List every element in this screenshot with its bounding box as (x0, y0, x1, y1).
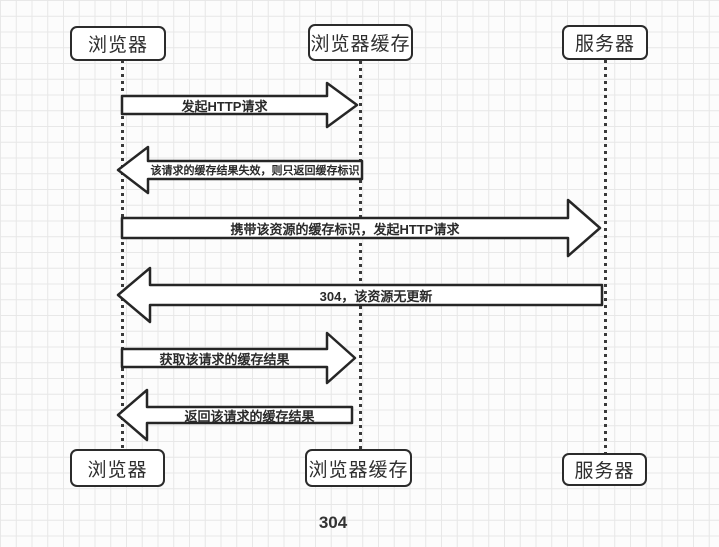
lifeline-server (604, 60, 607, 453)
right-arrow-shape (120, 198, 602, 258)
left-arrow-shape (116, 388, 354, 442)
message-label: 发起HTTP请求 (181, 98, 268, 114)
right-arrow-shape (120, 81, 359, 129)
left-arrow-shape (116, 145, 364, 195)
message-arrow-cache-invalid: 该请求的缓存结果失效，则只返回缓存标识 (114, 145, 366, 197)
message-arrow-http-request: 发起HTTP请求 (118, 80, 361, 130)
actor-browser-cache-top: 浏览器缓存 (308, 24, 413, 61)
diagram-caption: 304 (318, 513, 348, 532)
lifeline-browser (121, 60, 124, 450)
message-label: 返回该请求的缓存结果 (184, 408, 315, 424)
message-arrow-304-response: 304，该资源无更新 (114, 265, 606, 325)
actor-browser-bottom: 浏览器 (70, 449, 165, 487)
message-label: 获取该请求的缓存结果 (159, 351, 290, 367)
actor-server-bottom: 服务器 (562, 453, 647, 486)
lifeline-browser-cache (359, 61, 362, 449)
actor-browser-top: 浏览器 (70, 26, 166, 61)
right-arrow-shape (120, 331, 357, 385)
message-label: 304，该资源无更新 (319, 288, 433, 304)
left-arrow-shape (116, 266, 604, 324)
message-arrow-get-cached-result: 获取该请求的缓存结果 (118, 330, 359, 386)
message-arrow-request-with-etag: 携带该资源的缓存标识，发起HTTP请求 (118, 198, 604, 258)
actor-browser-cache-bottom: 浏览器缓存 (305, 449, 412, 487)
message-label: 该请求的缓存结果失效，则只返回缓存标识 (150, 165, 360, 177)
actor-server-top: 服务器 (562, 25, 648, 60)
message-arrow-return-cached-result: 返回该请求的缓存结果 (114, 387, 356, 443)
message-label: 携带该资源的缓存标识，发起HTTP请求 (230, 221, 460, 237)
